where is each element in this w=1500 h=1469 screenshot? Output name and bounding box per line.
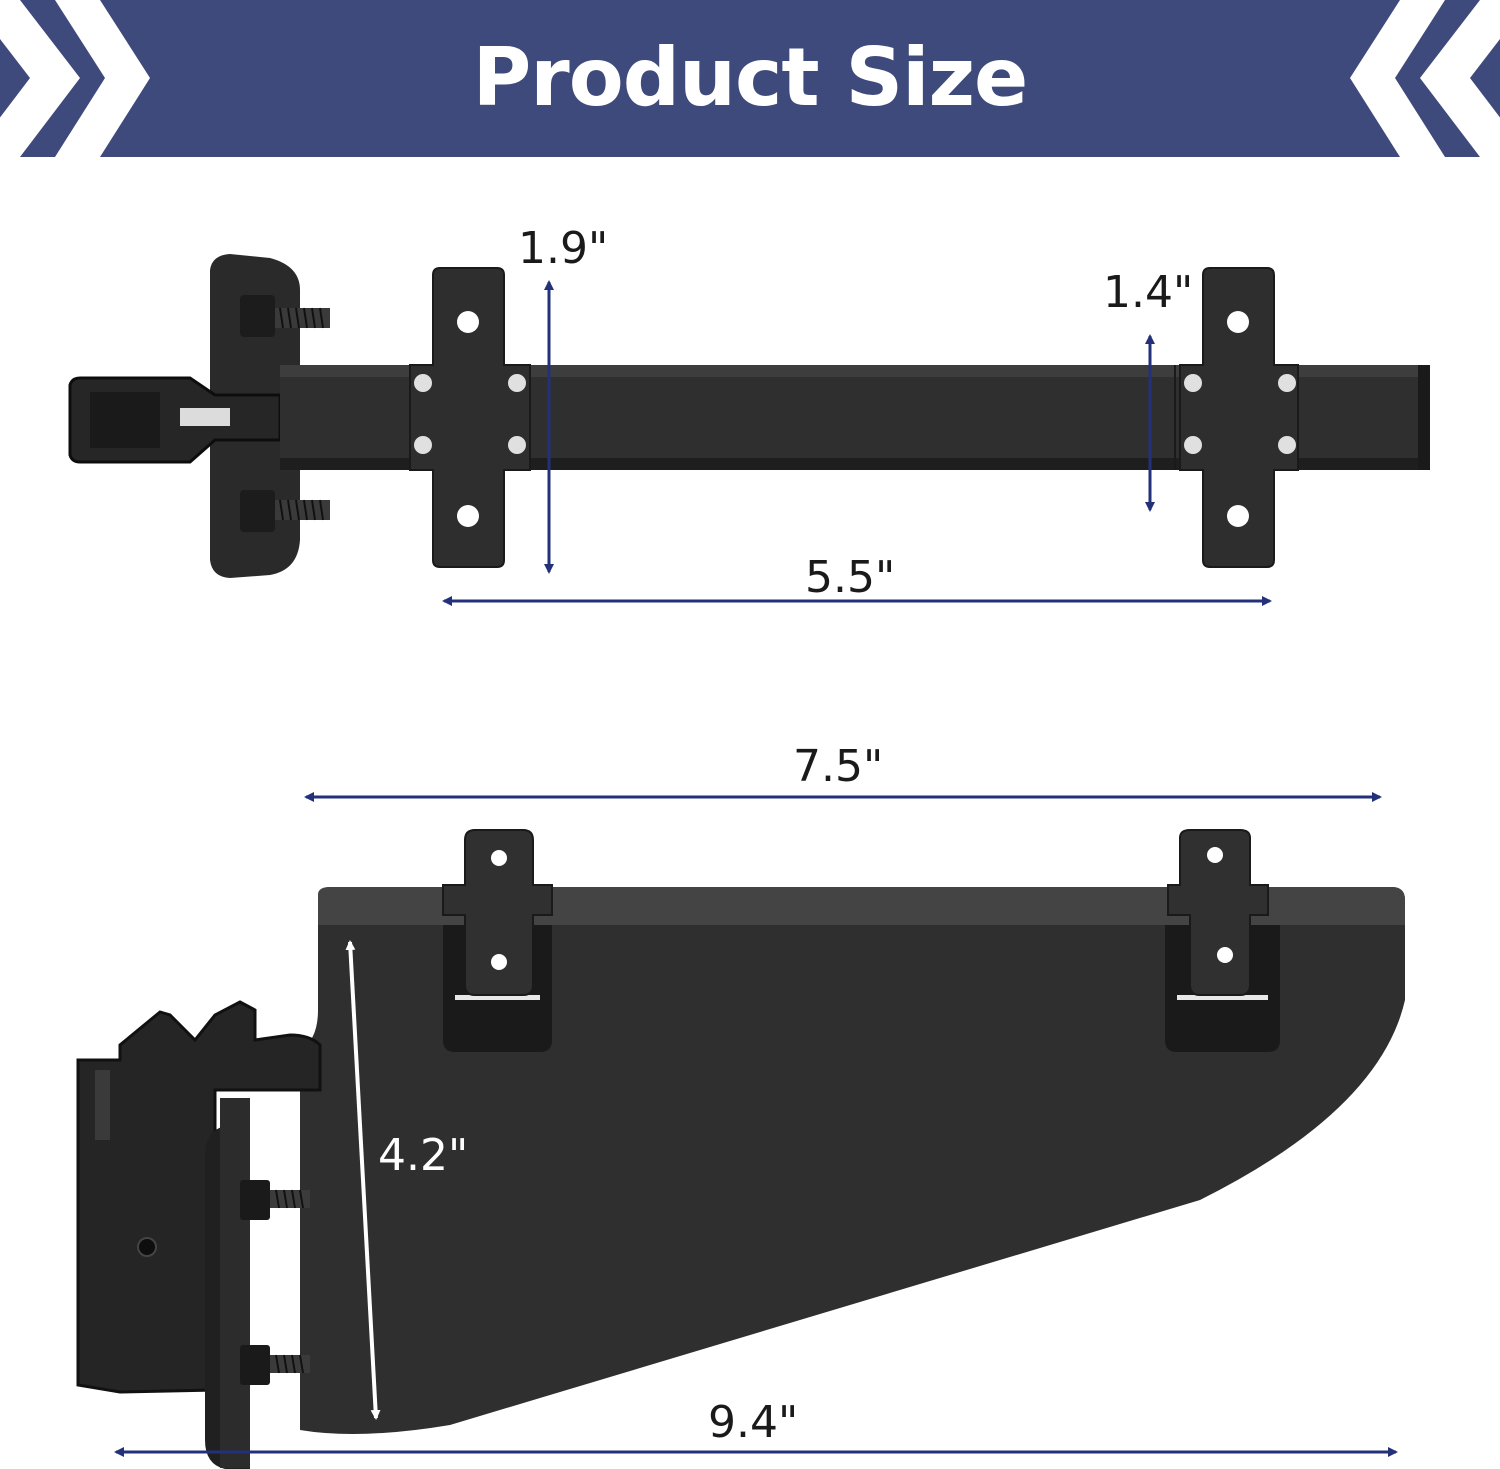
dim-label-tube-height: 1.4" xyxy=(1103,267,1194,318)
dim-label-height: 4.2" xyxy=(378,1130,469,1181)
header-banner: Product Size xyxy=(0,0,1500,157)
dim-arrow-4-2 xyxy=(345,940,381,1420)
chevron-right-icon xyxy=(0,0,150,157)
dim-label-bracket-height: 1.9" xyxy=(518,223,609,274)
dim-label-top-length: 7.5" xyxy=(793,741,884,792)
dim-label-plate-spacing: 5.5" xyxy=(805,552,896,603)
dim-label-overall-length: 9.4" xyxy=(708,1397,799,1448)
page-title: Product Size xyxy=(472,31,1029,124)
top-view-bracket xyxy=(68,254,1430,578)
side-view-bracket xyxy=(76,829,1405,1469)
chevron-left-icon xyxy=(1350,0,1500,157)
